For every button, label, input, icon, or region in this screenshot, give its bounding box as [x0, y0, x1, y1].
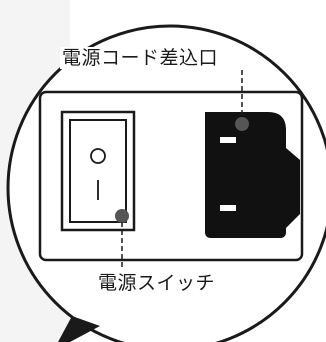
inlet-marker-dot: [235, 117, 249, 131]
inlet-pin-bottom: [220, 205, 236, 211]
power-switch-label: 電源スイッチ: [96, 272, 218, 294]
switch-marker-dot: [115, 209, 129, 223]
switch-rocker: [69, 119, 127, 223]
inlet-pin-top: [220, 137, 236, 143]
zoom-bubble-pointer: [58, 316, 100, 342]
power-inlet-socket: [205, 112, 300, 238]
off-symbol-icon: [90, 148, 106, 164]
power-inlet-label: 電源コード差込口: [60, 47, 221, 69]
